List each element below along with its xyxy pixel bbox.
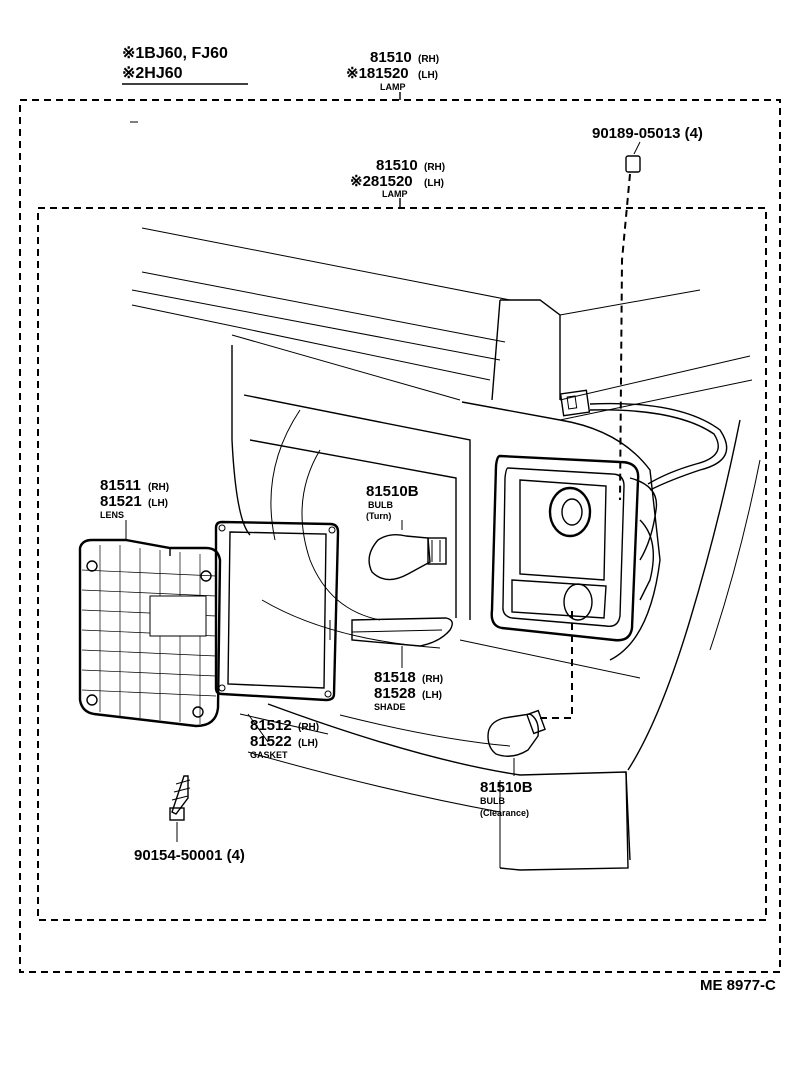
- turn-bulb-note: (Turn): [366, 511, 391, 521]
- shade-label: 81518 (RH) 81528 (LH) SHADE: [374, 669, 443, 712]
- socket-clip-part: 90189-05013 (4): [592, 125, 703, 142]
- vehicle-body: [130, 121, 761, 871]
- turn-bulb-icon: [368, 520, 447, 581]
- socket-leader: [619, 155, 641, 501]
- lamp2-name: LAMP: [382, 189, 408, 199]
- drawing-code: ME 8977-C: [700, 977, 776, 994]
- wire-harness: [559, 389, 728, 491]
- shade-part-rh: 81518: [374, 669, 416, 686]
- lens-name: LENS: [100, 510, 124, 520]
- lens-label: 81511 (RH) 81521 (LH) LENS: [100, 477, 169, 520]
- lens-part-rh: 81511: [100, 477, 141, 494]
- clearance-bulb-part: 81510B: [480, 779, 533, 796]
- lamp2-suffix-lh: (LH): [424, 178, 444, 189]
- assembly-box-outer: [19, 92, 781, 973]
- turn-bulb-name: BULB: [368, 500, 393, 510]
- lamp-housing: [490, 454, 658, 642]
- lamp-assembly-1-label: 81510 (RH) ※181520 (LH) LAMP: [346, 49, 439, 92]
- lens-suffix-rh: (RH): [148, 482, 169, 493]
- lamp1-suffix-lh: (LH): [418, 70, 438, 81]
- clearance-bulb-note: (Clearance): [480, 808, 529, 818]
- clearance-bulb-label: 81510B BULB (Clearance): [480, 779, 533, 818]
- lamp2-suffix-rh: (RH): [424, 162, 445, 173]
- lamp1-part-rh: 81510: [370, 49, 412, 66]
- clearance-bulb-icon: [487, 610, 573, 776]
- shade-part-lh: 81528: [374, 685, 416, 702]
- lamp2-part-lh: ※281520: [350, 173, 413, 190]
- shade-suffix-lh: (LH): [422, 690, 442, 701]
- shade-name: SHADE: [374, 702, 406, 712]
- gasket-name: GASKET: [250, 750, 288, 760]
- gasket-suffix-lh: (LH): [298, 738, 318, 749]
- gasket-part-rh: 81512: [250, 717, 292, 734]
- lamp1-part-lh: ※181520: [346, 65, 409, 82]
- lamp1-name: LAMP: [380, 82, 406, 92]
- lamp-assembly-2-label: 81510 (RH) ※281520 (LH) LAMP: [350, 157, 445, 199]
- gasket-part-lh: 81522: [250, 733, 292, 750]
- shade-part: [351, 617, 453, 668]
- lens-suffix-lh: (LH): [148, 498, 168, 509]
- applicability-1: ※1BJ60, FJ60: [122, 45, 228, 62]
- clearance-bulb-name: BULB: [480, 796, 505, 806]
- lamp2-part-rh: 81510: [376, 157, 418, 174]
- applicability-2: ※2HJ60: [122, 65, 183, 82]
- lamp1-suffix-rh: (RH): [418, 54, 439, 65]
- socket-clip-icon: [625, 155, 641, 173]
- gasket-label: 81512 (RH) 81522 (LH) GASKET: [250, 717, 319, 760]
- assembly-box-inner: [37, 198, 767, 921]
- gasket-part: [214, 520, 340, 702]
- shade-suffix-rh: (RH): [422, 674, 443, 685]
- turn-bulb-label: 81510B BULB (Turn): [366, 483, 419, 521]
- leader-lines: [125, 141, 641, 743]
- screw-icon: [169, 775, 191, 842]
- lens-part-lh: 81521: [100, 493, 142, 510]
- lens-part: [78, 538, 222, 728]
- screw-part: 90154-50001 (4): [134, 847, 245, 864]
- gasket-suffix-rh: (RH): [298, 722, 319, 733]
- turn-bulb-part: 81510B: [366, 483, 419, 500]
